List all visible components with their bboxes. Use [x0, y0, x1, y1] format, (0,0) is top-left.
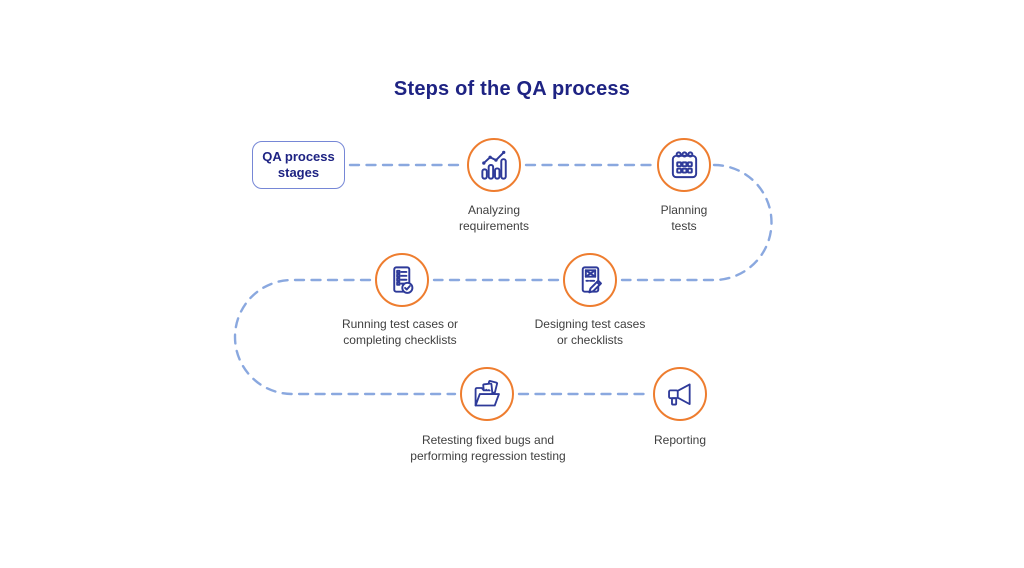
label-line2: completing checklists — [343, 332, 457, 347]
node-retesting-fixed-bugs — [460, 367, 514, 421]
label-planning-tests: Planning tests — [574, 203, 794, 234]
checklist-icon — [392, 265, 413, 294]
label-line1: Analyzing — [467, 203, 521, 217]
node-running-test-cases — [375, 253, 429, 307]
bar-chart-icon — [480, 150, 507, 180]
label-analyzing-requirements: Analyzing requirements — [384, 203, 604, 234]
calendar-icon — [671, 150, 697, 178]
connector-running-curve-to-retesting — [233, 278, 457, 396]
document-pencil-icon — [581, 265, 602, 293]
folder-documents-icon — [474, 379, 500, 406]
label-line2: or checklists — [556, 332, 624, 347]
label-line1: Retesting fixed bugs and — [421, 433, 555, 447]
label-line2: tests — [671, 218, 697, 233]
label-designing-test-cases: Designing test cases or checklists — [480, 317, 700, 348]
label-line1: Reporting — [653, 433, 707, 447]
qa-process-stages-box: QA process stages — [252, 141, 345, 189]
node-planning-tests — [657, 138, 711, 192]
label-line1: Running test cases or — [341, 317, 459, 331]
label-line2: performing regression testing — [410, 448, 566, 463]
start-box-line1: QA process — [262, 149, 335, 164]
node-reporting — [653, 367, 707, 421]
label-line1: Designing test cases — [534, 317, 646, 331]
megaphone-icon — [667, 383, 691, 405]
label-retesting-fixed-bugs: Retesting fixed bugs and performing regr… — [378, 433, 598, 464]
node-designing-test-cases — [563, 253, 617, 307]
node-analyzing-requirements — [467, 138, 521, 192]
label-line2: requirements — [458, 218, 530, 233]
label-reporting: Reporting — [570, 433, 790, 449]
page-title: Steps of the QA process — [393, 78, 631, 100]
label-running-test-cases: Running test cases or completing checkli… — [290, 317, 510, 348]
start-box-line2: stages — [277, 165, 320, 180]
label-line1: Planning — [660, 203, 708, 217]
